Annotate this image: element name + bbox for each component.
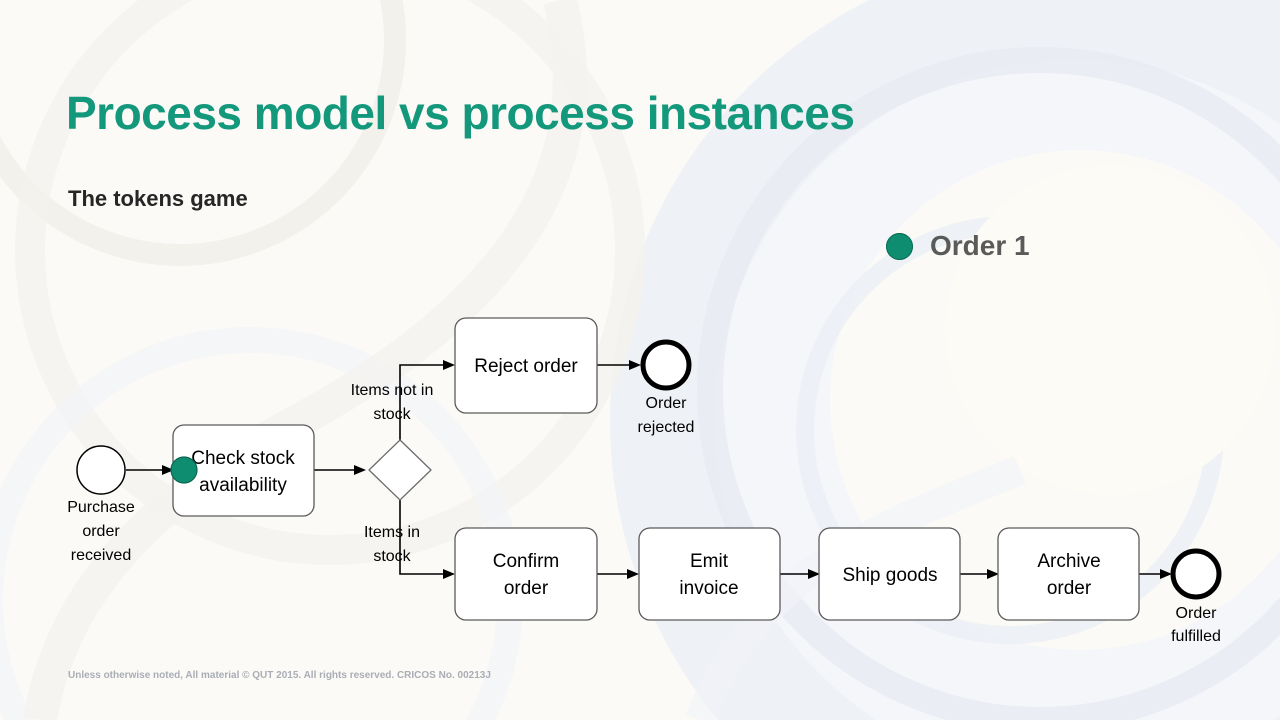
end-event-rejected-label-line-2: rejected	[638, 419, 695, 436]
start-event-purchase-order-received[interactable]: Purchase order received	[67, 445, 135, 564]
flow-gateway-to-confirm	[399, 500, 446, 575]
token-order-1[interactable]	[170, 456, 198, 484]
sequence-flows	[126, 360, 1172, 579]
end-event-fulfilled-label-line-2: fulfilled	[1171, 628, 1221, 645]
task-emit-invoice-label-line-1: Emit	[690, 551, 729, 572]
task-confirm-order[interactable]: Confirm order	[454, 527, 598, 621]
legend-item-label: Order 1	[930, 230, 1030, 261]
task-reject-order-label: Reject order	[474, 356, 578, 377]
flow-label-items-in-stock: Items in stock	[364, 524, 420, 565]
start-event-label-line-1: Purchase	[67, 499, 135, 516]
start-event-label-line-2: order	[82, 523, 120, 540]
arrowhead	[354, 465, 366, 475]
exclusive-gateway-stock[interactable]	[368, 439, 432, 501]
task-reject-order[interactable]: Reject order	[454, 317, 598, 414]
start-event-label-line-3: received	[71, 547, 131, 564]
copyright-footer: Unless otherwise noted, All material © Q…	[68, 670, 491, 681]
task-archive-order-label-line-2: order	[1047, 578, 1092, 599]
arrowhead	[162, 465, 174, 475]
arrowhead	[808, 569, 820, 579]
task-check-stock-label-line-1: Check stock	[191, 448, 295, 469]
arrowhead	[629, 360, 641, 370]
task-emit-invoice-label-line-2: invoice	[679, 578, 738, 599]
end-event-rejected-label-line-1: Order	[646, 395, 688, 412]
end-event-order-rejected[interactable]: Order rejected	[638, 339, 695, 436]
task-ship-goods[interactable]: Ship goods	[818, 527, 961, 621]
arrowhead	[443, 569, 455, 579]
legend-token-icon	[886, 232, 913, 260]
end-event-fulfilled-label-line-1: Order	[1176, 605, 1218, 622]
arrowhead	[1160, 569, 1172, 579]
task-emit-invoice[interactable]: Emit invoice	[638, 527, 781, 621]
task-check-stock-label-line-2: availability	[199, 475, 287, 496]
page-subtitle: The tokens game	[68, 186, 248, 211]
task-ship-goods-label: Ship goods	[842, 565, 937, 586]
page-title: Process model vs process instances	[66, 87, 855, 139]
task-confirm-order-label-line-1: Confirm	[493, 551, 560, 572]
arrowhead	[987, 569, 999, 579]
flow-label-items-not-in-stock: Items not in stock	[351, 382, 434, 423]
items-in-stock-line-1: Items in	[364, 524, 420, 541]
task-archive-order-label-line-1: Archive	[1037, 551, 1100, 572]
end-event-order-fulfilled[interactable]: Order fulfilled	[1170, 548, 1222, 645]
arrowhead	[627, 569, 639, 579]
items-in-stock-line-2: stock	[373, 548, 411, 565]
task-confirm-order-label-line-2: order	[504, 578, 549, 599]
task-check-stock[interactable]: Check stock availability	[172, 424, 315, 517]
legend: Order 1	[886, 230, 1030, 262]
flow-gateway-to-reject	[399, 364, 446, 440]
task-archive-order[interactable]: Archive order	[997, 527, 1140, 621]
arrowhead	[443, 360, 455, 370]
items-not-in-stock-line-1: Items not in	[351, 382, 434, 399]
items-not-in-stock-line-2: stock	[373, 406, 411, 423]
